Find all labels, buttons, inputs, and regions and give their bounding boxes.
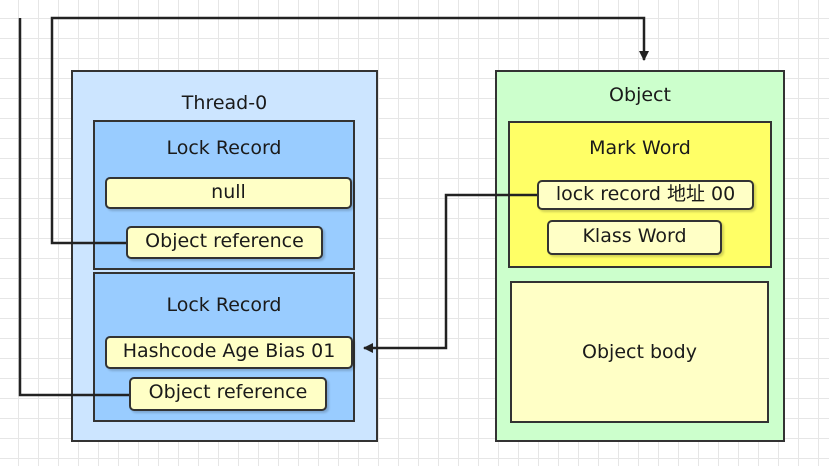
object-body: Object body bbox=[510, 281, 769, 423]
lock-record-1-title: Lock Record bbox=[166, 137, 282, 159]
lock-record-2-title: Lock Record bbox=[166, 294, 282, 316]
lock-record-2-hashcode-field: Hashcode Age Bias 01 bbox=[105, 336, 353, 369]
reference-line-2 bbox=[18, 18, 129, 397]
lock-record-pointer-line bbox=[363, 193, 537, 353]
lock-record-2-object-reference: Object reference bbox=[129, 377, 327, 411]
object-title: Object bbox=[609, 84, 671, 106]
thread-title: Thread-0 bbox=[181, 92, 268, 114]
reference-line-1 bbox=[50, 16, 649, 245]
object-body-label: Object body bbox=[582, 341, 697, 363]
klass-word-field: Klass Word bbox=[547, 220, 722, 255]
lock-record-1-object-reference: Object reference bbox=[126, 226, 323, 259]
lock-record-address-field: lock record 地址 00 bbox=[537, 180, 754, 210]
mark-word-title: Mark Word bbox=[589, 137, 691, 159]
lock-record-1-null-field: null bbox=[105, 177, 352, 209]
